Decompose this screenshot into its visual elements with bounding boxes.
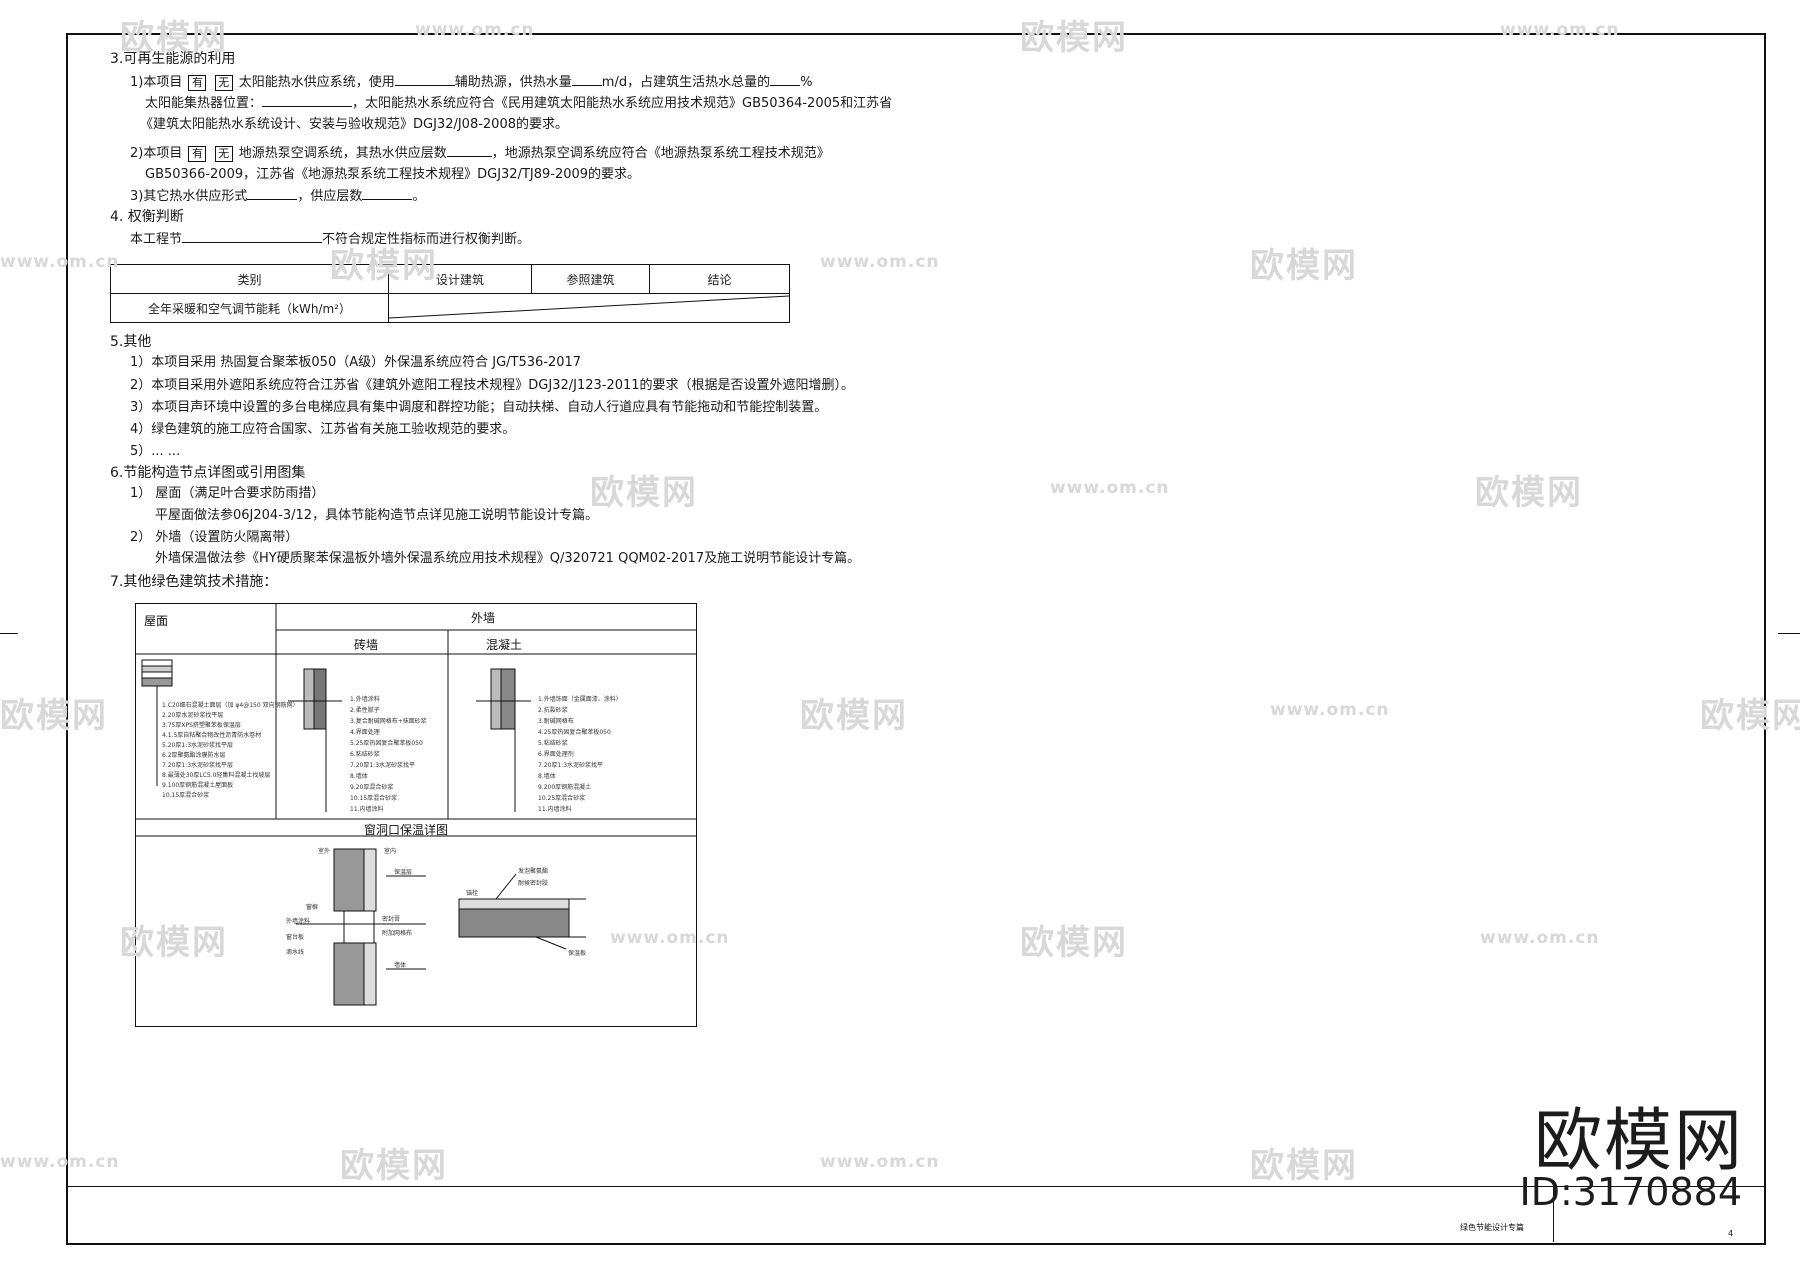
drawing-frame: [66, 33, 1766, 1245]
window-label: 室外: [318, 848, 331, 855]
roof-layer: 10.15厚混合砂浆: [162, 792, 210, 799]
strike-line-icon: [389, 295, 789, 319]
concrete-layer: 7.20厚1:3水泥砂浆找平: [538, 762, 604, 769]
table-row-label: 全年采暖和空气调节能耗（kWh/m²）: [110, 293, 389, 323]
section-3-line-3: 《建筑太阳能热水系统设计、安装与验收规范》DGJ32/J08-2008的要求。: [140, 117, 568, 132]
roof-layer: 9.100厚钢筋混凝土屋面板: [162, 782, 234, 789]
window-label: 墙体: [394, 962, 407, 969]
brick-layer: 4.界面处理: [350, 729, 380, 736]
section-4-line: 本工程节不符合规定性指标而进行权衡判断。: [130, 232, 531, 247]
brick-layer: 8.墙体: [350, 773, 368, 780]
detail-wall-label: 外墙: [471, 611, 496, 625]
brick-layer: 3.复合耐碱网格布+抹面砂浆: [350, 718, 427, 725]
roof-layer: 7.20厚1:3水泥砂浆找平层: [162, 762, 234, 769]
table-header-design: 设计建筑: [388, 264, 532, 294]
detail-concrete-label: 混凝土: [486, 638, 523, 652]
section-3-line-2: 太阳能集热器位置：，太阳能热水系统应符合《民用建筑太阳能热水系统应用技术规范》G…: [145, 96, 893, 111]
section-5-item-4: 4）绿色建筑的施工应符合国家、江苏省有关施工验收规范的要求。: [130, 422, 516, 437]
concrete-layer: 8.墙体: [538, 773, 556, 780]
window-label: 室内: [384, 848, 397, 855]
concrete-layer: 10.25厚混合砂浆: [538, 795, 586, 802]
window-label: 发泡聚氨酯: [518, 868, 549, 875]
window-label: 密封膏: [382, 916, 401, 923]
detail-window-title: 窗洞口保温详图: [364, 823, 449, 837]
concrete-layer: 11.内墙涂料: [538, 806, 572, 813]
concrete-layer: 6.界面处理剂: [538, 751, 574, 758]
section-5-item-5: 5）... ...: [130, 444, 181, 459]
window-label: 窗台板: [286, 934, 305, 941]
section-6-item-1: 1） 屋面（满足叶合要求防雨措）: [130, 486, 325, 501]
section-3-line-4: 2)本项目 有 无 地源热泵空调系统，其热水供应层数，地源热泵空调系统应符合《地…: [130, 145, 830, 162]
window-label: 外墙涂料: [286, 918, 311, 925]
window-label: 保温层: [394, 869, 413, 876]
section-3-title: 3.可再生能源的利用: [110, 51, 236, 67]
window-label: 窗框: [306, 904, 319, 911]
section-6-title: 6.节能构造节点详图或引用图集: [110, 465, 306, 481]
section-6-item-3: 2） 外墙（设置防火隔离带）: [130, 530, 299, 545]
window-label: 耐候密封胶: [518, 880, 549, 887]
roof-layer: 4.1.5厚自粘聚合物改性沥青防水卷材: [162, 732, 262, 739]
detail-roof-label: 屋面: [144, 614, 169, 628]
brick-layer: 9.20厚混合砂浆: [350, 784, 394, 791]
window-label: 保温板: [568, 950, 587, 957]
title-block-top-line: [66, 1186, 1764, 1187]
section-3-line-5: GB50366-2009，江苏省《地源热泵系统工程技术规程》DGJ32/TJ89…: [145, 167, 641, 182]
resource-id: ID:3170884: [1519, 1170, 1742, 1214]
detail-brick-label: 砖墙: [354, 638, 379, 652]
section-6-item-4: 外墙保温做法参《HY硬质聚苯保温板外墙外保温系统应用技术规程》Q/320721 …: [155, 551, 861, 566]
brick-layer: 10.15厚混合砂浆: [350, 795, 398, 802]
right-center-mark: [1778, 633, 1800, 634]
energy-comparison-table: 类别 设计建筑 参照建筑 结论 全年采暖和空气调节能耗（kWh/m²）: [110, 264, 790, 323]
concrete-layer: 9.200厚钢筋混凝土: [538, 784, 592, 791]
roof-layer: 2.20厚水泥砂浆找平层: [162, 712, 224, 719]
drawing-name: 绿色节能设计专篇: [1460, 1223, 1524, 1232]
brick-layer: 6.粘结砂浆: [350, 751, 380, 758]
roof-layer: 3.75厚XPS挤塑聚苯板保温层: [162, 722, 241, 729]
brick-layer: 11.内墙涂料: [350, 806, 384, 813]
concrete-layer: 4.25厚热固复合聚苯板050: [538, 729, 611, 736]
window-label: 锚栓: [466, 890, 479, 897]
roof-layer: 5.20厚1:3水泥砂浆找平层: [162, 742, 234, 749]
section-4-title: 4. 权衡判断: [110, 209, 184, 225]
table-row: 全年采暖和空气调节能耗（kWh/m²）: [110, 293, 790, 323]
checkbox-yes: 有: [188, 74, 207, 91]
brick-layer: 7.20厚1:3水泥砂浆找平: [350, 762, 416, 769]
table-header-reference: 参照建筑: [531, 264, 650, 294]
concrete-layer: 2.抗裂砂浆: [538, 707, 568, 714]
table-row-values-empty: [388, 293, 790, 323]
concrete-layer: 1.外墙饰面（金属面漆、涂料）: [538, 696, 622, 703]
section-7-title: 7.其他绿色建筑技术措施：: [110, 574, 278, 590]
section-5-item-3: 3）本项目声环境中设置的多台电梯应具有集中调度和群控功能；自动扶梯、自动人行道应…: [130, 400, 828, 415]
section-5-item-2: 2）本项目采用外遮阳系统应符合江苏省《建筑外遮阳工程技术规程》DGJ32/J12…: [130, 378, 855, 393]
sheet-number: 4: [1728, 1229, 1734, 1238]
table-header-row: 类别 设计建筑 参照建筑 结论: [110, 264, 790, 294]
detail-drawing: [136, 604, 696, 1006]
roof-layer: 6.2厚聚氨酯涂膜防水层: [162, 752, 226, 759]
table-header-conclusion: 结论: [649, 264, 790, 294]
window-label: 附加网格布: [382, 930, 413, 937]
concrete-layer: 5.粘结砂浆: [538, 740, 568, 747]
roof-layer: 8.最薄处30厚LC5.0轻集料混凝土找坡层: [162, 772, 271, 779]
brick-layer: 5.25厚热固复合聚苯板050: [350, 740, 423, 747]
checkbox-no: 无: [214, 74, 233, 91]
roof-layer: 1.C20细石混凝土面层（加 φ4@150 双向钢筋网）: [162, 702, 299, 709]
section-3-line-6: 3)其它热水供应形式，供应层数。: [130, 189, 426, 204]
brick-layer: 1.外墙涂料: [350, 696, 380, 703]
window-label: 滴水线: [286, 949, 305, 956]
brand-logo: 欧模网: [1533, 1102, 1744, 1181]
construction-detail-panel: 屋面 外墙 砖墙 混凝土 窗洞口保温详图 1.C20细石混凝土面层（加 φ4@1…: [135, 603, 697, 1027]
concrete-layer: 3.耐碱网格布: [538, 718, 574, 725]
left-center-mark: [0, 633, 18, 634]
table-header-category: 类别: [110, 264, 389, 294]
brick-layer: 2.柔性腻子: [350, 707, 380, 714]
section-6-item-2: 平屋面做法参06J204-3/12，具体节能构造节点详见施工说明节能设计专篇。: [155, 508, 599, 523]
section-5-item-1: 1）本项目采用 热固复合聚苯板050（A级）外保温系统应符合 JG/T536-2…: [130, 355, 582, 370]
title-block-divider: [1553, 1186, 1554, 1242]
section-5-title: 5.其他: [110, 334, 152, 350]
